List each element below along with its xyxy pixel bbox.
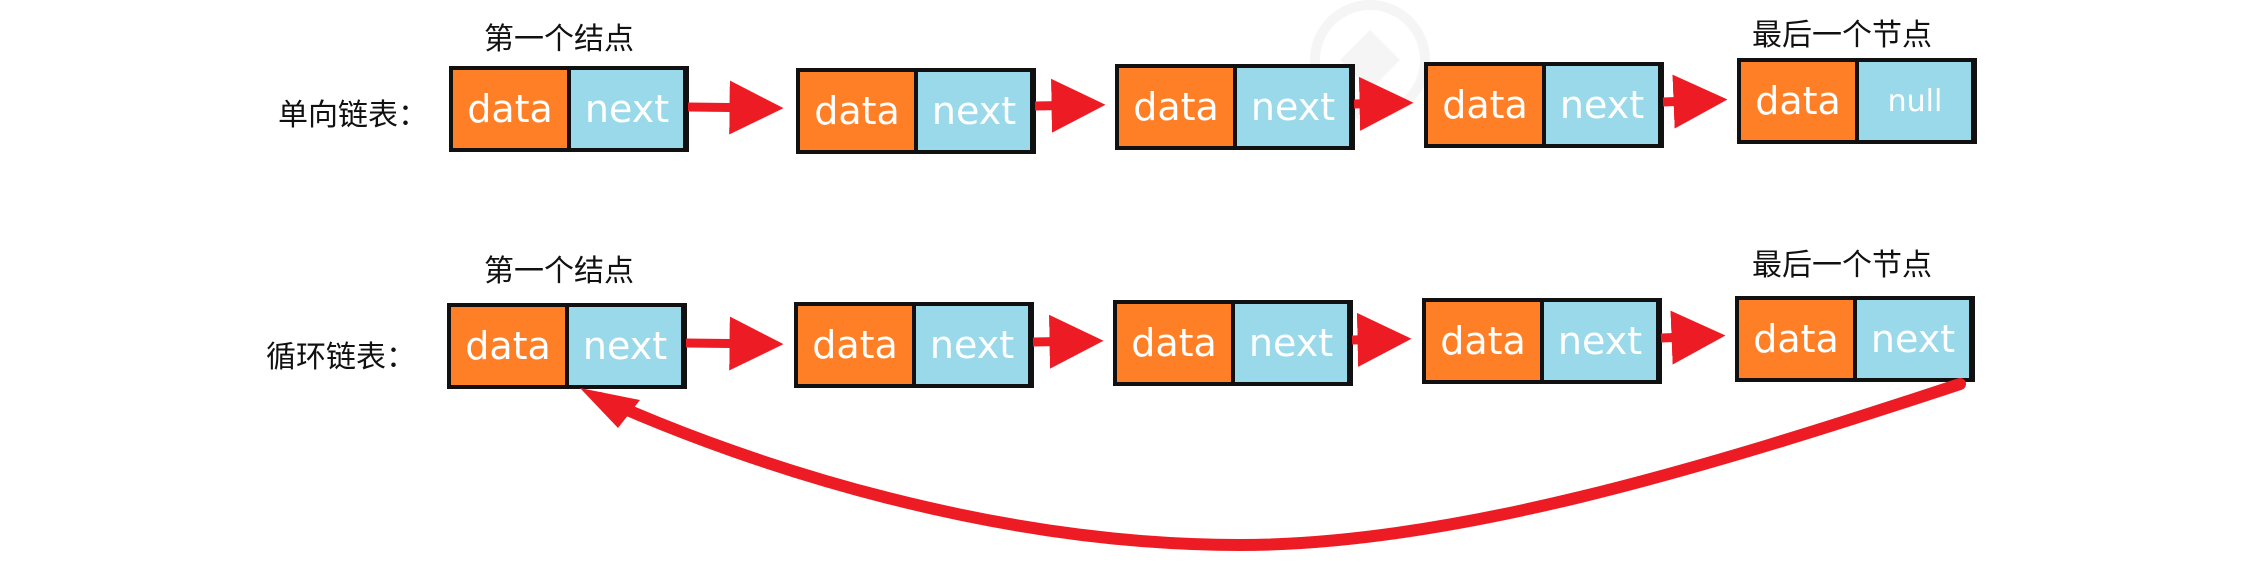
list-node: data next xyxy=(1422,298,1662,384)
list-node: data next xyxy=(1115,64,1355,150)
data-cell: data xyxy=(1428,66,1546,144)
list-node: data next xyxy=(447,303,687,389)
next-pointer-cell: next xyxy=(571,70,683,148)
data-cell: data xyxy=(1119,68,1237,146)
data-cell: data xyxy=(1741,62,1859,140)
data-cell: data xyxy=(453,70,571,148)
next-arrow xyxy=(1034,78,1106,133)
list-node: data next xyxy=(1113,300,1353,386)
data-cell: data xyxy=(451,307,569,385)
list-node-tail: data null xyxy=(1737,58,1977,144)
next-pointer-cell: next xyxy=(1544,302,1656,380)
data-cell: data xyxy=(800,72,918,150)
null-pointer-cell: null xyxy=(1859,62,1971,140)
next-pointer-cell: next xyxy=(1235,304,1347,382)
first-node-caption: 第一个结点 xyxy=(484,22,634,57)
next-pointer-cell: next xyxy=(1857,300,1969,378)
next-pointer-cell: next xyxy=(918,72,1030,150)
data-cell: data xyxy=(1739,300,1857,378)
first-node-caption: 第一个结点 xyxy=(484,254,634,289)
data-cell: data xyxy=(1117,304,1235,382)
singly-linked-list-label: 单向链表： xyxy=(278,98,428,133)
next-arrow xyxy=(1660,310,1726,365)
list-node: data next xyxy=(794,302,1034,388)
next-arrow xyxy=(1032,314,1104,369)
next-pointer-cell: next xyxy=(569,307,681,385)
circular-return-arrowhead xyxy=(580,388,640,428)
last-node-caption: 最后一个节点 xyxy=(1752,248,1932,283)
next-pointer-cell: next xyxy=(1546,66,1658,144)
data-cell: data xyxy=(1426,302,1544,380)
circular-return-arrow xyxy=(594,378,1966,552)
list-node: data next xyxy=(449,66,689,152)
next-arrow xyxy=(1351,312,1412,367)
list-node: data next xyxy=(1424,62,1664,148)
list-node: data next xyxy=(796,68,1036,154)
next-arrow xyxy=(685,316,784,371)
list-node-tail: data next xyxy=(1735,296,1975,382)
next-arrow xyxy=(687,80,784,135)
next-arrow xyxy=(1662,74,1728,129)
data-cell: data xyxy=(798,306,916,384)
next-pointer-cell: next xyxy=(1237,68,1349,146)
last-node-caption: 最后一个节点 xyxy=(1752,18,1932,53)
next-pointer-cell: next xyxy=(916,306,1028,384)
circular-linked-list-label: 循环链表： xyxy=(266,340,416,375)
